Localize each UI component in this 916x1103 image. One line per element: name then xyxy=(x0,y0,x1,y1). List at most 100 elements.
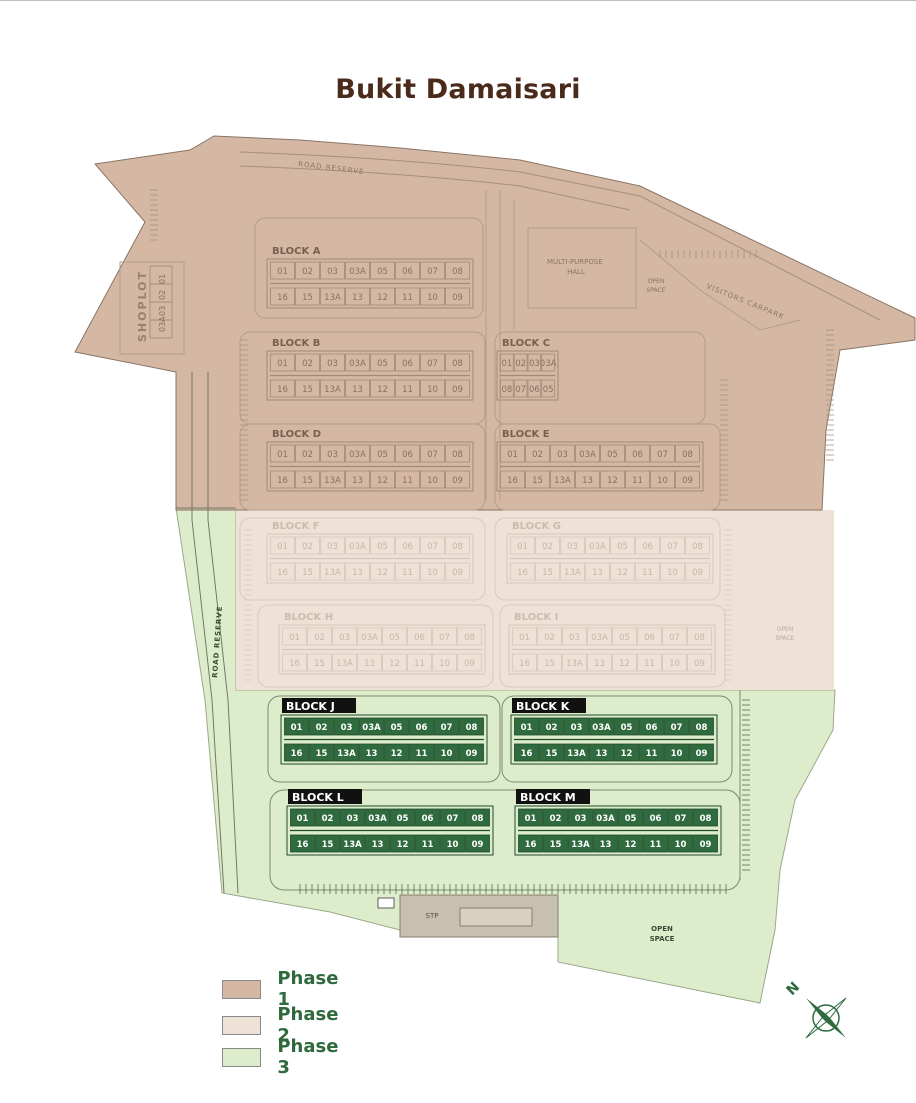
unit-cell xyxy=(409,717,434,736)
unit-number: 01 xyxy=(507,450,518,460)
unit-cell xyxy=(518,808,543,827)
unit-number: 06 xyxy=(646,723,658,733)
unit-number: 07 xyxy=(427,450,438,460)
unit-number: 05 xyxy=(377,267,388,277)
block-outline xyxy=(280,714,488,765)
unit-cell xyxy=(550,444,575,463)
unit-cell xyxy=(585,562,610,581)
unit-number: 07 xyxy=(515,385,526,395)
unit-number: 08 xyxy=(692,542,703,552)
unit-number: 16 xyxy=(277,293,288,303)
phase3-roads xyxy=(267,690,741,938)
unit-cell xyxy=(445,444,470,463)
unit-cell xyxy=(513,353,528,372)
unit-cell xyxy=(382,627,407,646)
unit-number: 13A xyxy=(567,749,586,759)
unit-number: 13 xyxy=(592,568,603,578)
unit-cell xyxy=(518,834,543,853)
unit-number: 13A xyxy=(337,749,356,759)
multi-purpose-hall-label: MULTI-PURPOSE HALL xyxy=(547,258,605,276)
unit-cell xyxy=(359,717,384,736)
unit-cell xyxy=(345,562,370,581)
unit-number: 13 xyxy=(582,476,593,486)
unit-number: 09 xyxy=(452,385,463,395)
unit-cell xyxy=(465,834,490,853)
block-outline xyxy=(496,350,559,401)
unit-number: 08 xyxy=(452,267,463,277)
unit-cell xyxy=(500,353,514,372)
legend-swatch-phase2 xyxy=(222,1015,262,1035)
unit-number: 10 xyxy=(657,476,668,486)
unit-number: 15 xyxy=(546,749,558,759)
open-space-phase3-line1: OPEN xyxy=(651,925,673,933)
unit-number: 08 xyxy=(694,633,705,643)
unit-number: 02 xyxy=(316,723,328,733)
unit-cell xyxy=(420,261,445,280)
block-outline xyxy=(514,805,722,856)
unit-cell xyxy=(384,743,409,762)
unit-cell xyxy=(340,834,365,853)
unit-number: 07 xyxy=(667,542,678,552)
unit-cell xyxy=(345,379,370,398)
legend-swatch-phase3 xyxy=(222,1047,262,1067)
unit-cell xyxy=(445,379,470,398)
unit-cell xyxy=(370,536,395,555)
unit-cell xyxy=(593,808,618,827)
unit-number: 09 xyxy=(452,476,463,486)
unit-cell xyxy=(432,653,457,672)
unit-cell xyxy=(662,653,687,672)
unit-cell xyxy=(284,743,309,762)
compass-needle xyxy=(806,998,846,1038)
unit-number: 13 xyxy=(596,749,608,759)
unit-number: 01 xyxy=(517,542,528,552)
open-space-phase2-line2: SPACE xyxy=(775,635,794,642)
unit-cell xyxy=(457,627,482,646)
unit-cell xyxy=(345,444,370,463)
unit-cell xyxy=(664,717,689,736)
unit-cell xyxy=(465,808,490,827)
unit-number: 07 xyxy=(669,633,680,643)
block-label: BLOCK I xyxy=(514,612,558,623)
shoplot-unit-number: 01 xyxy=(158,274,167,284)
unit-number: 15 xyxy=(302,385,313,395)
unit-cell xyxy=(514,717,539,736)
unit-number: 12 xyxy=(389,659,400,669)
unit-number: 01 xyxy=(289,633,300,643)
unit-number: 09 xyxy=(452,568,463,578)
unit-number: 10 xyxy=(427,476,438,486)
unit-number: 16 xyxy=(517,568,528,578)
unit-number: 16 xyxy=(507,476,518,486)
unit-number: 03A xyxy=(596,814,615,824)
unit-cell xyxy=(459,717,484,736)
unit-number: 03 xyxy=(339,633,350,643)
block-outline xyxy=(266,350,474,401)
hall-line-1: MULTI-PURPOSE xyxy=(547,258,603,266)
unit-cell xyxy=(537,627,562,646)
unit-cell xyxy=(687,627,712,646)
block-outline xyxy=(278,624,486,675)
unit-cell xyxy=(415,808,440,827)
unit-cell xyxy=(270,261,295,280)
unit-cell xyxy=(320,261,345,280)
unit-number: 03A xyxy=(349,359,366,369)
unit-cell xyxy=(315,834,340,853)
unit-number: 16 xyxy=(519,659,530,669)
unit-cell xyxy=(527,353,542,372)
unit-number: 13A xyxy=(566,659,583,669)
unit-cell xyxy=(270,562,295,581)
unit-cell xyxy=(564,717,589,736)
unit-cell xyxy=(500,470,525,489)
unit-number: 11 xyxy=(416,749,428,759)
unit-cell xyxy=(587,627,612,646)
unit-number: 06 xyxy=(414,633,425,643)
unit-cell xyxy=(612,627,637,646)
block-outline xyxy=(266,258,474,309)
unit-cell xyxy=(420,444,445,463)
unit-number: 12 xyxy=(377,385,388,395)
unit-number: 03 xyxy=(529,359,540,369)
